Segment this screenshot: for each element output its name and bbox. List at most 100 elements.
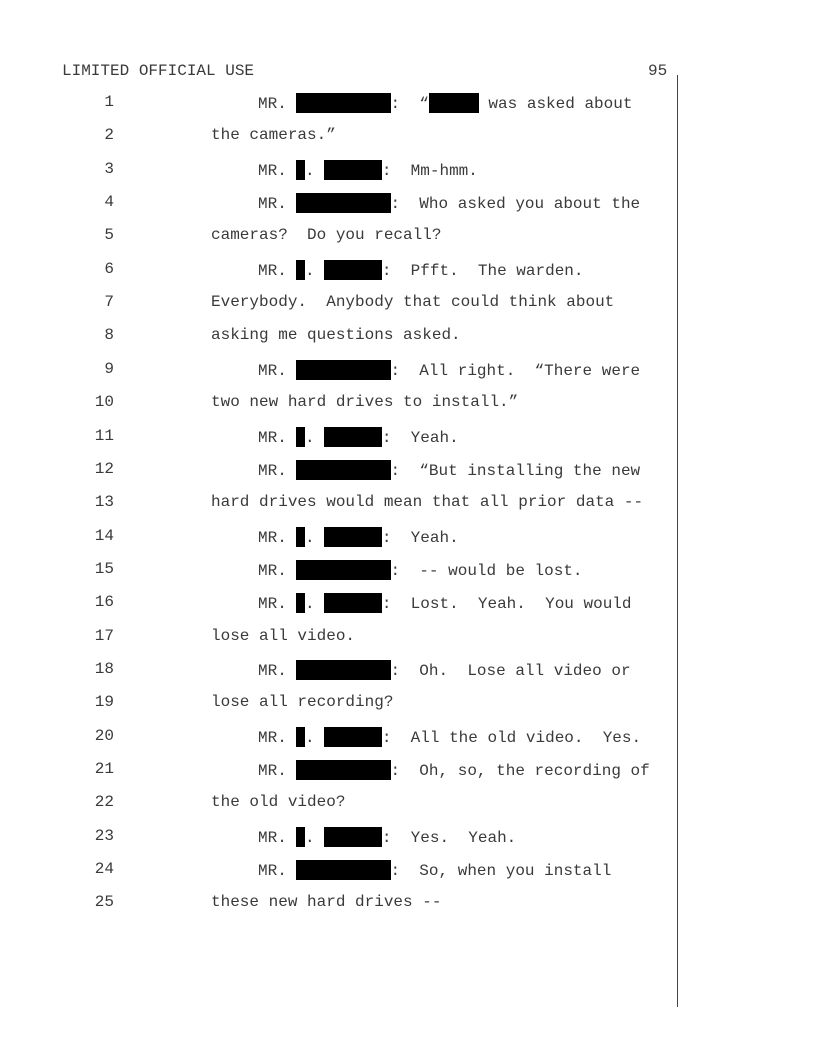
line-number: 22 [94,793,114,812]
text-segment: two new hard drives to install.” [211,393,519,412]
text-segment: the cameras.” [211,126,336,145]
text-segment: MR. [258,661,297,680]
speaker-text: MR. : Oh, so, the recording of [258,760,650,780]
redaction-box [296,559,391,580]
continuation-text: asking me questions asked. [211,326,461,344]
redaction-box [324,826,382,847]
speaker-text: MR. : “But installing the new [258,459,641,480]
speaker-text: MR. : Who asked you about the [258,193,641,214]
continuation-text: lose all recording? [211,693,393,711]
text-segment: MR. [258,595,297,614]
redaction-box [296,860,391,881]
redaction-box [296,593,306,614]
line-number: 10 [94,393,114,412]
text-segment: MR. [258,195,297,214]
redaction-box [324,726,382,747]
continuation-text: the old video? [211,793,345,811]
text-segment: these new hard drives -- [211,893,442,912]
text-segment: : Pfft. The warden. [381,261,584,280]
redaction-box [296,826,306,847]
text-segment: MR. [258,528,297,547]
text-segment: MR. [258,428,297,447]
continuation-text: lose all video. [211,627,355,645]
text-segment: cameras? Do you recall? [211,226,442,245]
redaction-box [296,159,306,180]
speaker-text: MR. . : Lost. Yeah. You would [258,593,632,614]
text-segment: . [305,528,325,547]
text-segment: : All the old video. Yes. [381,728,642,747]
speaker-text: MR. : Oh. Lose all video or [258,659,631,680]
line-number: 21 [94,760,114,778]
text-segment: : Oh, so, the recording of [390,762,650,780]
line-number: 25 [94,893,114,912]
redaction-box [324,259,382,280]
line-number: 9 [104,359,114,378]
text-segment: : Yeah. [381,428,459,447]
text-segment: lose all video. [211,626,356,645]
text-segment: : Oh. Lose all video or [390,661,631,680]
text-segment: . [305,828,325,847]
text-segment: MR. [258,728,297,747]
text-segment: MR. [258,161,297,180]
text-segment: : “But installing the new [390,461,641,480]
text-segment: . [305,161,325,180]
text-segment: : Yeah. [381,528,459,547]
text-segment: : All right. “There were [390,361,641,380]
line-number: 16 [94,593,114,612]
text-segment: MR. [258,361,297,380]
continuation-text: Everybody. Anybody that could think abou… [211,293,614,311]
speaker-text: MR. . : Yes. Yeah. [258,826,517,847]
text-segment: : So, when you install [390,862,612,881]
speaker-text: MR. . : Yeah. [258,426,459,447]
text-segment: MR. [258,762,297,780]
line-number: 15 [94,559,114,578]
line-number: 8 [104,326,114,345]
redaction-box [296,359,391,380]
line-number: 4 [104,193,114,212]
text-segment: : Yes. Yeah. [381,828,517,847]
line-number: 7 [104,293,114,312]
line-number: 24 [94,860,114,879]
text-segment: MR. [258,828,297,847]
continuation-text: hard drives would mean that all prior da… [211,493,643,511]
line-number: 6 [104,259,114,278]
line-number: 5 [104,226,114,245]
line-number: 17 [94,626,114,645]
text-segment: : Lost. Yeah. You would [381,595,632,614]
line-number: 14 [94,526,114,545]
speaker-text: MR. . : Yeah. [258,526,459,547]
speaker-text: MR. . : All the old video. Yes. [258,726,642,747]
line-number: 13 [94,493,114,512]
text-segment: : Mm-hmm. [381,161,478,180]
margin-rule [677,75,678,1007]
redaction-box [324,426,382,447]
text-segment: the old video? [211,793,346,812]
redaction-box [296,193,391,214]
redaction-box [296,426,306,447]
line-number: 19 [94,693,114,712]
text-segment: asking me questions asked. [211,326,461,345]
redaction-box [296,259,306,280]
page-number: 95 [648,62,668,80]
text-segment: hard drives would mean that all prior da… [211,493,644,512]
text-segment: lose all recording? [211,693,394,712]
line-number: 18 [94,659,114,678]
line-number: 12 [94,459,114,478]
speaker-text: MR. : So, when you install [258,860,612,881]
redaction-box [324,159,382,180]
line-number: 23 [94,826,114,845]
redaction-box [296,659,391,680]
speaker-text: MR. . : Pfft. The warden. [258,259,584,280]
text-segment: : “ [390,95,429,113]
redaction-box [428,93,479,113]
redaction-box [324,526,382,547]
speaker-text: MR. : -- would be lost. [258,559,583,580]
line-number: 2 [104,126,114,145]
text-segment: MR. [258,95,297,113]
text-segment: : -- would be lost. [390,561,583,580]
text-segment: : Who asked you about the [390,195,641,214]
redaction-box [296,93,391,113]
text-segment: . [305,728,325,747]
text-segment: MR. [258,561,297,580]
continuation-text: these new hard drives -- [211,893,441,911]
